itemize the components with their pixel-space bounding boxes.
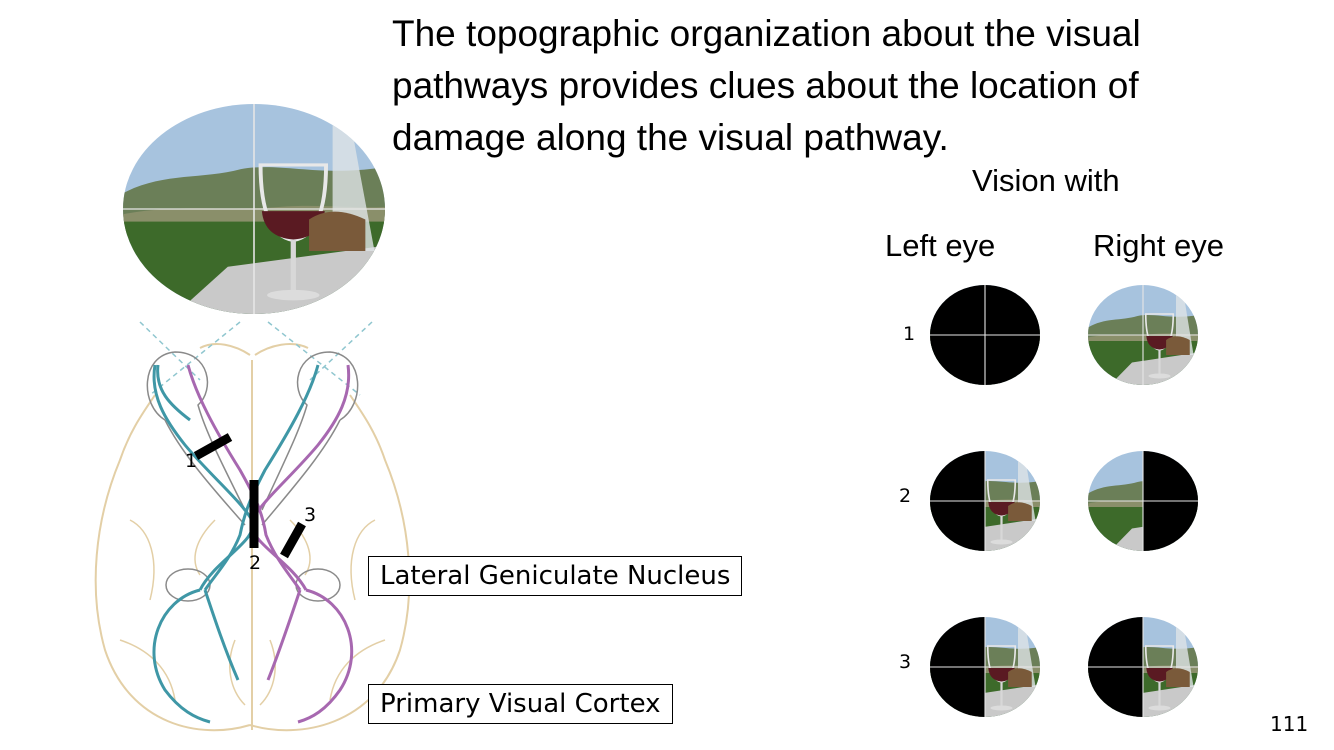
lesion-markers	[193, 433, 306, 559]
lateral-geniculate-nucleus-label: Lateral Geniculate Nucleus	[368, 556, 743, 596]
right-visual-path	[186, 364, 354, 724]
lesion-label-2: 2	[249, 552, 261, 574]
row-number-2: 2	[899, 485, 912, 507]
lesion-marker-1	[193, 433, 233, 460]
visual-scene-photo	[123, 104, 385, 314]
visual-field-row1-left-eye	[930, 285, 1040, 385]
row-number-1: 1	[903, 323, 916, 345]
lesion-label-3: 3	[304, 504, 316, 526]
lesion-marker-3	[280, 521, 306, 559]
vision-with-heading: Vision with	[972, 163, 1120, 198]
page-number: 111	[1270, 712, 1309, 736]
primary-visual-cortex-label: Primary Visual Cortex	[368, 684, 673, 724]
lines-of-sight	[139, 321, 373, 396]
visual-field-row3-left-eye	[930, 617, 1040, 717]
visual-field-row2-right-eye	[1088, 451, 1198, 551]
lesion-label-1: 1	[185, 450, 197, 472]
left-eye-heading: Left eye	[885, 228, 996, 263]
visual-field-row3-right-eye	[1088, 617, 1198, 717]
row-number-3: 3	[899, 651, 912, 673]
right-eye-heading: Right eye	[1093, 228, 1224, 263]
visual-field-row1-right-eye	[1088, 285, 1198, 385]
visual-field-grid	[930, 285, 1198, 717]
visual-field-row2-left-eye	[930, 451, 1040, 551]
slide-headline: The topographic organization about the v…	[392, 13, 1141, 158]
